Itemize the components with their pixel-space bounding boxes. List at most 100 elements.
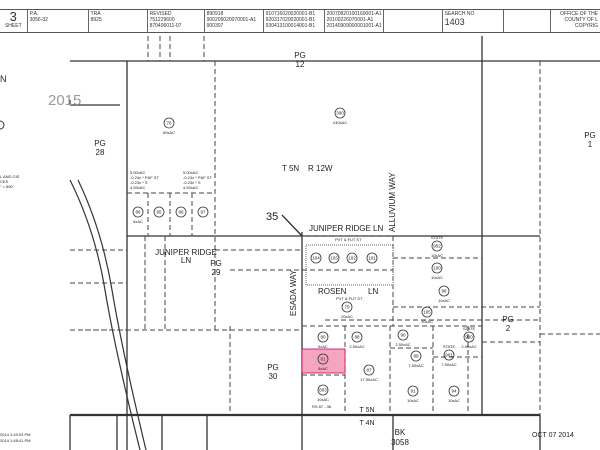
parcel-105[interactable]: 105 10xAC [421,306,433,324]
parcel-100[interactable]: 100 10xAC [431,262,443,280]
parcel-area: 10xAC [431,275,443,280]
parcel-97[interactable]: 97 [197,206,209,218]
parcel-area: 2.50xAC [461,344,476,349]
pg12-label[interactable]: PG [294,51,306,60]
parcel-area: 20xAC [341,314,353,319]
parcel-circle [431,240,443,252]
parcel-96[interactable]: 96 [175,206,187,218]
parcel-circle [317,384,329,396]
pg1-label[interactable]: PG [584,131,596,140]
street-rosen: ROSEN [318,287,347,296]
parcel-circle [132,206,144,218]
timestamp: 2014 1:49:03 PM [0,432,30,437]
legend-fragment: CES [0,179,9,184]
boundary-lines [69,36,600,450]
parcel-circle [341,301,353,313]
parcel-area: 5xAC [318,366,328,371]
parcel-number: 98 [441,289,447,294]
parcel-number: 80 [320,335,326,340]
parcel-circle [153,206,165,218]
street-esada-way: ESADA WAY [289,269,298,316]
parcel-number: 86 [135,210,141,215]
parcel-103[interactable]: 103 [328,252,340,264]
lot-note: -0.24x * P&F ST [130,175,159,180]
pg1-number[interactable]: 1 [588,140,593,149]
revised-cell: REVISED 751229600 870406011-07 [148,10,205,32]
highlighted-parcel-81[interactable] [301,348,346,374]
parcel-87[interactable]: 87 17.50xAC [360,364,378,382]
sheet-cell: 3 SHEET [0,10,28,32]
parcel-102[interactable]: 102 [346,252,358,264]
township-5n-label: T 5N [359,407,374,414]
pg28-number[interactable]: 28 [96,148,105,157]
street-alluvium-way: ALLUVIUM WAY [388,172,397,232]
pg28-label[interactable]: PG [94,139,106,148]
parcel-number: 900 [465,335,473,340]
pa-value: 3056-32 [29,17,48,23]
parcel-circle [463,331,475,343]
parcel-number: 87 [366,368,372,373]
pg2-number[interactable]: 2 [506,324,511,333]
parcel-88[interactable]: 882.50xAC [349,331,365,349]
section-number: 35 [266,211,278,223]
parcel-number: 94 [451,389,457,394]
parcel-number: 300 [336,111,344,116]
pg30-number[interactable]: 30 [269,372,278,381]
parcel-circle [163,117,175,129]
office-line: COPYRIG [574,23,599,29]
parcel-number: 90 [400,333,406,338]
township-4n-label: T 4N [359,420,374,427]
parcel-101[interactable]: 101 [366,252,378,264]
office-cell: OFFICE OF THE COUNTY OF L COPYRIG [551,10,600,32]
handwritten-number: 2015 [48,92,81,109]
parcel-86[interactable]: 86 5xAC [132,206,144,224]
pg30-label[interactable]: PG [267,363,279,372]
blank-cell [384,10,443,32]
parcel-area: 5xAC [133,219,143,224]
date-stamp: OCT 07 2014 [532,432,574,439]
pg29-label[interactable]: PG [210,259,222,268]
parcel-circle [346,252,358,264]
search-number: 1403 [444,17,465,27]
lot-note: -0.23x * S [183,180,201,185]
revision-col-2: 890918 900205020070001-A1 900307 [205,10,264,32]
book-number: 3058 [391,438,409,447]
parcel-area: 17.50xAC [360,377,378,382]
parcel-circle [317,331,329,343]
parcel-number: 902 [433,244,441,249]
parcel-95[interactable]: 95 [153,206,165,218]
parcel-number: 91 [410,389,416,394]
parcel-90[interactable]: 902.50xAC [395,329,411,347]
parcel-104[interactable]: 104 [310,252,322,264]
parcel-circle [407,385,419,397]
parcel-note: STATE [443,344,456,349]
parcel-number: 100 [433,266,441,271]
revision-entry: 920317020020001-B1 [265,17,316,23]
range-label: R 12W [308,164,333,173]
lot-note: 5.00xAC [130,170,145,175]
parcel-number: 102 [348,256,356,261]
parcel-number: 105 [423,310,431,315]
pg12-number[interactable]: 12 [296,60,305,69]
parcel-number: 103 [330,256,338,261]
book-label: BK [395,428,406,437]
parcel-89[interactable]: 897.50xAC [408,350,424,368]
parcel-area: 10xAC [421,319,433,324]
pg29-number[interactable]: 29 [212,268,221,277]
street-note: PVT & FUT ST [335,237,362,242]
revision-col-3: 910716020020001-B1 920317020020001-B1 93… [264,10,325,32]
pg2-label[interactable]: PG [502,315,514,324]
revision-col-4: 20070820100160001-A1 20100226070001-A1 2… [325,10,384,32]
